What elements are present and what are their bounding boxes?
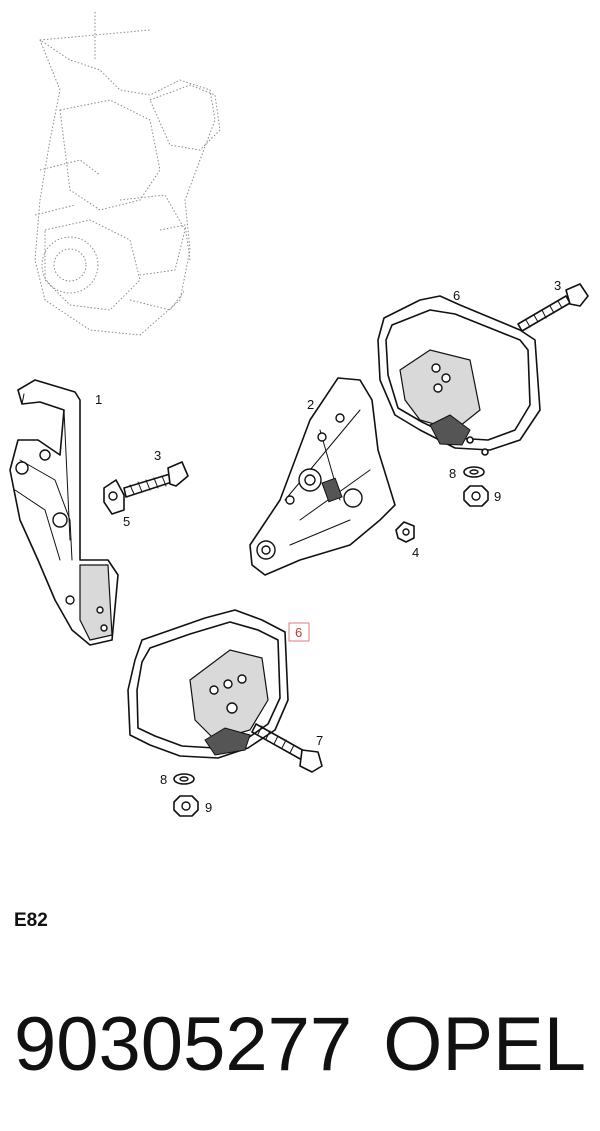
nut-part-9-lower [173, 795, 199, 817]
engine-mount-part-6-upper [377, 295, 541, 456]
callout-6-upper: 6 [453, 288, 460, 303]
bolt-part-3-upper [517, 283, 589, 332]
callout-8-upper: 8 [449, 466, 456, 481]
callout-2: 2 [307, 397, 314, 412]
callout-3-upper: 3 [554, 278, 561, 293]
callout-4: 4 [412, 545, 419, 560]
footer: 90305277 OPEL [10, 1000, 590, 1090]
washer-part-5 [103, 479, 125, 515]
diagram-code: E82 [14, 910, 48, 931]
callout-6-lower: 6 [295, 625, 302, 640]
callout-9-lower: 9 [205, 800, 212, 815]
callout-3-left: 3 [154, 448, 161, 463]
washer-part-8-lower [173, 773, 195, 785]
part-number: 90305277 [14, 1002, 353, 1087]
callout-9-upper: 9 [494, 489, 501, 504]
callout-8-lower: 8 [160, 772, 167, 787]
callout-1: 1 [95, 392, 102, 407]
callout-5: 5 [123, 514, 130, 529]
engine-bracket-part-1 [9, 379, 119, 646]
callout-6-highlight-box [288, 622, 310, 642]
bolt-part-7 [251, 723, 323, 773]
engine-outline [34, 12, 221, 336]
washer-part-8-upper [463, 466, 485, 478]
parts-diagram: 1 2 3 3 4 5 6 6 7 8 8 9 9 [9, 12, 589, 817]
brand-name: OPEL [383, 1002, 586, 1087]
callout-7: 7 [316, 733, 323, 748]
bolt-part-4 [395, 521, 415, 543]
engine-mount-part-6-lower [127, 609, 289, 759]
support-bracket-part-2 [249, 377, 396, 576]
bolt-part-3-left [123, 461, 189, 498]
nut-part-9-upper [463, 485, 489, 507]
